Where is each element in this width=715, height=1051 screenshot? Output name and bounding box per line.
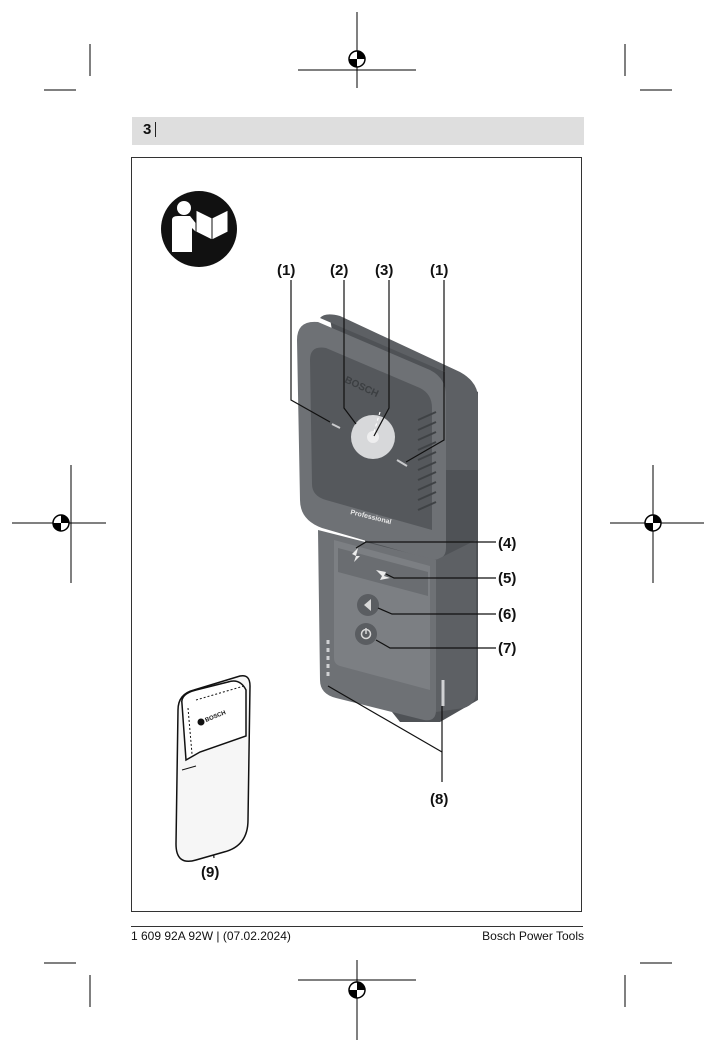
detector-device: BOSCH Professional (297, 314, 478, 722)
page-header-bar (132, 117, 584, 145)
protective-pouch: BOSCH (175, 674, 251, 862)
callout-5: (5) (498, 570, 517, 587)
metal-icon (376, 570, 390, 580)
sound-icon (364, 599, 371, 611)
registration-mark (348, 981, 366, 999)
footer-rule (131, 926, 583, 927)
footer-publisher: Bosch Power Tools (482, 929, 584, 943)
callout-8: (8) (430, 791, 449, 808)
callout-9: (9) (201, 864, 220, 881)
callout-3: (3) (375, 262, 394, 279)
callout-4: (4) (498, 535, 517, 552)
callout-2: (2) (330, 262, 349, 279)
read-manual-icon (161, 191, 237, 267)
page-number: 3 (143, 121, 152, 138)
callout-1-right: (1) (430, 262, 449, 279)
footer-document-id: 1 609 92A 92W | (07.02.2024) (131, 929, 291, 943)
registration-mark (644, 514, 662, 532)
registration-mark (348, 50, 366, 68)
callout-6: (6) (498, 606, 517, 623)
page-number-separator (155, 122, 156, 137)
warning-icon (352, 548, 360, 562)
callout-1-left: (1) (277, 262, 296, 279)
registration-mark (52, 514, 70, 532)
callout-7: (7) (498, 640, 517, 657)
figure-frame (131, 157, 582, 912)
